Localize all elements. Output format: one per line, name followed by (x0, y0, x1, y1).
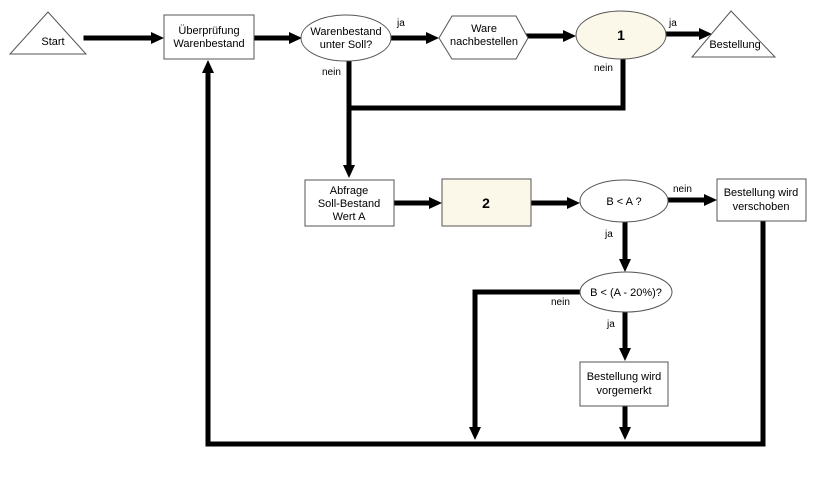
arrowhead (704, 194, 717, 206)
arrowhead (567, 197, 580, 209)
label-b20-no: nein (551, 297, 570, 308)
edge-labels: ja nein ja nein nein ja nein ja (322, 18, 692, 330)
arrowhead (343, 165, 355, 178)
label-1-no: nein (594, 63, 613, 74)
check-stock-node: Überprüfung Warenbestand (163, 14, 255, 60)
check-stock-line-2: Warenbestand (173, 38, 244, 50)
b-less-a-minus-20-decision: B < (A - 20%)? (579, 271, 673, 313)
noted-line-1: Bestellung wird (587, 371, 662, 383)
line-return-loop (205, 69, 766, 447)
reorder-line-2: nachbestellen (450, 36, 518, 48)
b-less-a-minus-20-label: B < (A - 20%)? (590, 287, 662, 299)
decision-1-label: 1 (617, 27, 625, 43)
arrowhead (469, 427, 481, 440)
arrowhead (699, 28, 712, 40)
start-label: Start (41, 36, 64, 48)
reorder-goods-node: Ware nachbestellen (438, 15, 529, 60)
query-line-2: Soll-Bestand (318, 198, 380, 210)
stock-decision-line-2: unter Soll? (320, 39, 373, 51)
reorder-line-1: Ware (471, 23, 497, 35)
order-noted-node: Bestellung wird vorgemerkt (579, 361, 669, 407)
stock-below-target-decision: Warenbestand unter Soll? (300, 14, 392, 62)
label-stock-yes: ja (396, 18, 405, 29)
arrowhead (563, 30, 576, 42)
postponed-line-1: Bestellung wird (724, 187, 799, 199)
postponed-line-2: verschoben (733, 201, 790, 213)
order-postponed-node: Bestellung wird verschoben (716, 178, 807, 222)
stock-decision-line-1: Warenbestand (310, 26, 381, 38)
process-2-label: 2 (482, 195, 490, 211)
b-less-a-decision: B < A ? (579, 179, 669, 223)
check-stock-line-1: Überprüfung (178, 25, 239, 37)
arrowhead (151, 32, 164, 44)
arrowhead (619, 259, 631, 272)
b-less-a-label: B < A ? (606, 196, 641, 208)
query-line-3: Wert A (333, 211, 366, 223)
label-bless-no: nein (673, 184, 692, 195)
line-1-no-join (346, 55, 626, 111)
arrowhead (426, 32, 439, 44)
arrowhead (619, 427, 631, 440)
arrowhead (619, 348, 631, 361)
order-end-node: Bestellung (690, 10, 777, 58)
decision-1-node: 1 (575, 10, 667, 60)
label-1-yes: ja (668, 18, 677, 29)
label-bless-yes: ja (604, 229, 613, 240)
noted-line-2: vorgemerkt (596, 385, 651, 397)
query-target-node: Abfrage Soll-Bestand Wert A (304, 179, 395, 227)
process-2-node: 2 (441, 178, 532, 227)
line-b20-no (472, 289, 583, 431)
arrowhead (289, 32, 302, 44)
connectors (83, 28, 766, 447)
query-line-1: Abfrage (330, 185, 369, 197)
order-end-label: Bestellung (709, 39, 760, 51)
arrowhead (202, 60, 214, 73)
start-node: Start (8, 11, 88, 55)
label-stock-no: nein (322, 67, 341, 78)
arrowhead (429, 197, 442, 209)
label-b20-yes: ja (606, 319, 615, 330)
